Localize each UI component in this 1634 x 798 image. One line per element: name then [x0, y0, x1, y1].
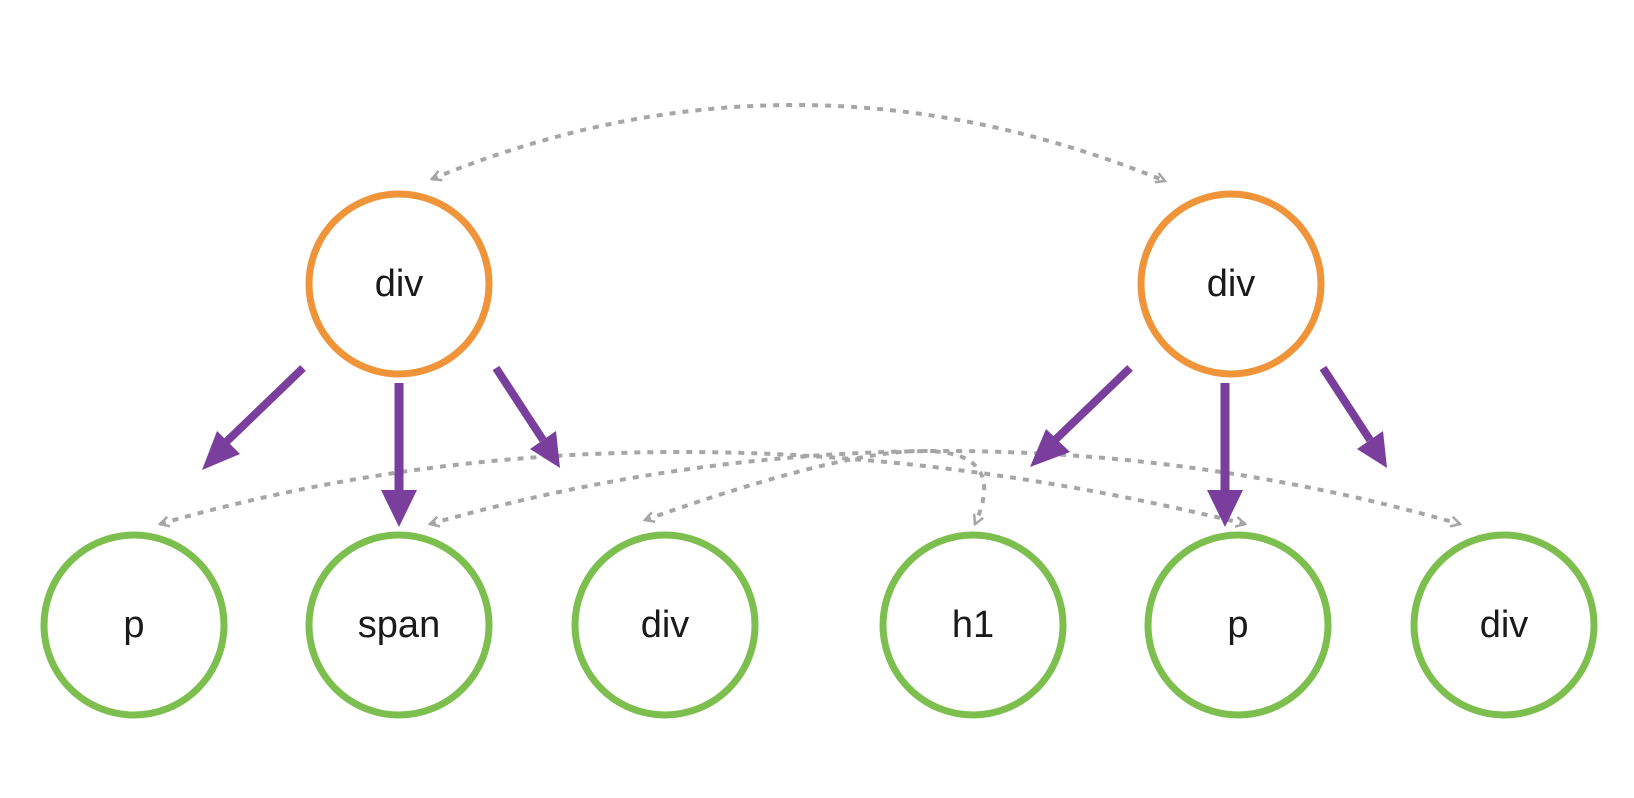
- node-circle: [40, 531, 228, 719]
- child-node-p-right: p: [1144, 531, 1332, 719]
- tree-arrows: [202, 365, 1387, 527]
- compare-link-div-h1: [645, 449, 987, 524]
- child-node-div: div: [571, 531, 759, 719]
- node-circle: [1144, 531, 1332, 719]
- child-node-h1: h1: [879, 531, 1067, 719]
- parent-node-div-right: div: [1137, 190, 1325, 378]
- node-circle: [1410, 531, 1598, 719]
- comparison-links: [160, 103, 1460, 524]
- node-label: div: [1207, 263, 1256, 305]
- compare-link-p-p: [160, 450, 1245, 524]
- compare-link-div-div: [432, 103, 1165, 181]
- node-label: div: [641, 604, 690, 646]
- node-circle: [305, 531, 493, 719]
- node-label: div: [375, 263, 424, 305]
- node-circle: [1137, 190, 1325, 378]
- tree-arrow-div2-to-div: [1030, 365, 1133, 467]
- tree-arrow-div2-to-div2: [1319, 365, 1387, 468]
- parent-node-div-left: div: [305, 190, 493, 378]
- tree-arrow-div-to-div: [492, 365, 560, 468]
- node-label: p: [1227, 604, 1248, 646]
- child-node-p: p: [40, 531, 228, 719]
- node-label: h1: [952, 604, 994, 646]
- node-label: p: [123, 604, 144, 646]
- child-node-span: span: [305, 531, 493, 719]
- child-node-div-right: div: [1410, 531, 1598, 719]
- compare-link-span-div: [430, 449, 1460, 524]
- node-label: div: [1480, 604, 1529, 646]
- node-circle: [305, 190, 493, 378]
- node-circle: [879, 531, 1067, 719]
- tree-arrow-div-to-p: [202, 365, 306, 470]
- node-circle: [571, 531, 759, 719]
- node-label: span: [358, 604, 440, 646]
- tree-arrow-div2-to-p: [1207, 383, 1243, 527]
- tree-arrow-div-to-span: [381, 383, 417, 527]
